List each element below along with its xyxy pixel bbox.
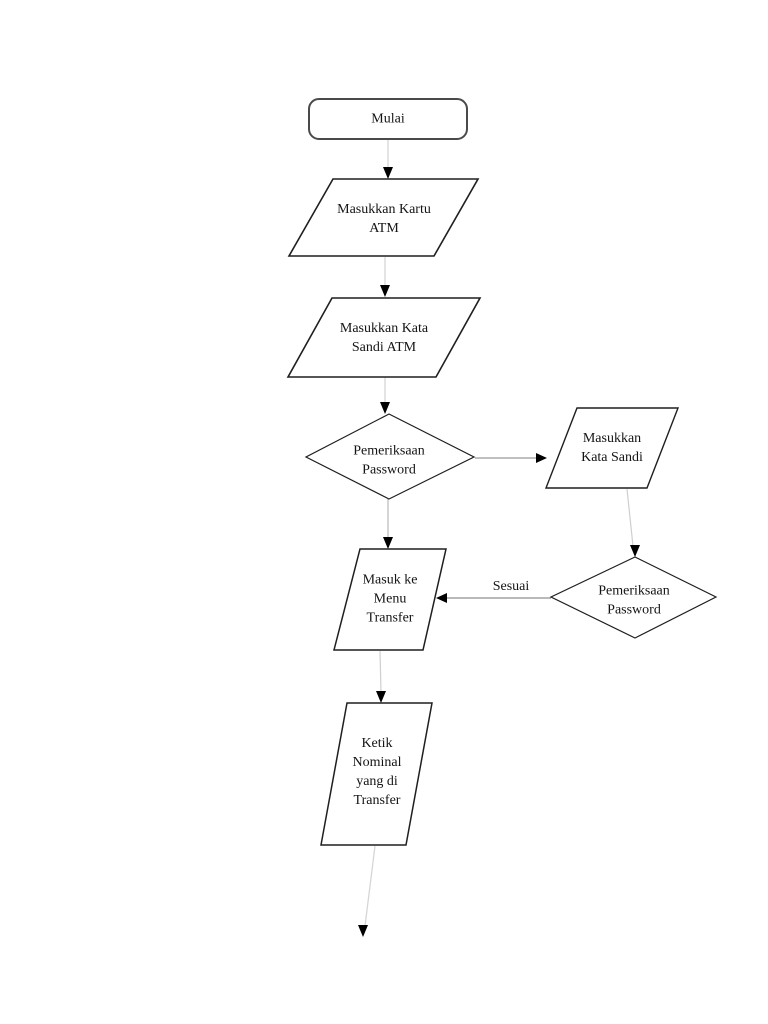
connector-reenter-to-check2 xyxy=(626,488,634,547)
check-password-1-node xyxy=(304,413,476,500)
check-password-2-node xyxy=(549,556,718,639)
enter-amount-node xyxy=(320,702,433,846)
arrowhead-down-icon xyxy=(376,691,386,703)
arrowhead-down-icon xyxy=(380,402,390,414)
connector-menu-to-amount xyxy=(379,650,382,693)
arrowhead-down-icon xyxy=(358,925,368,937)
connector-amount-continue xyxy=(364,845,376,927)
arrowhead-down-icon xyxy=(383,167,393,179)
transfer-menu-node xyxy=(333,548,447,651)
arrowhead-right-icon xyxy=(536,453,547,463)
arrowhead-down-icon xyxy=(380,285,390,297)
insert-card-node xyxy=(287,178,480,257)
reenter-password-node xyxy=(544,407,680,489)
edge-label-sesuai: Sesuai xyxy=(492,579,530,594)
arrowhead-left-icon xyxy=(436,593,447,603)
enter-password-node xyxy=(286,297,482,378)
start-node xyxy=(308,98,468,140)
arrowhead-down-icon xyxy=(630,545,640,557)
arrowhead-down-icon xyxy=(383,537,393,549)
